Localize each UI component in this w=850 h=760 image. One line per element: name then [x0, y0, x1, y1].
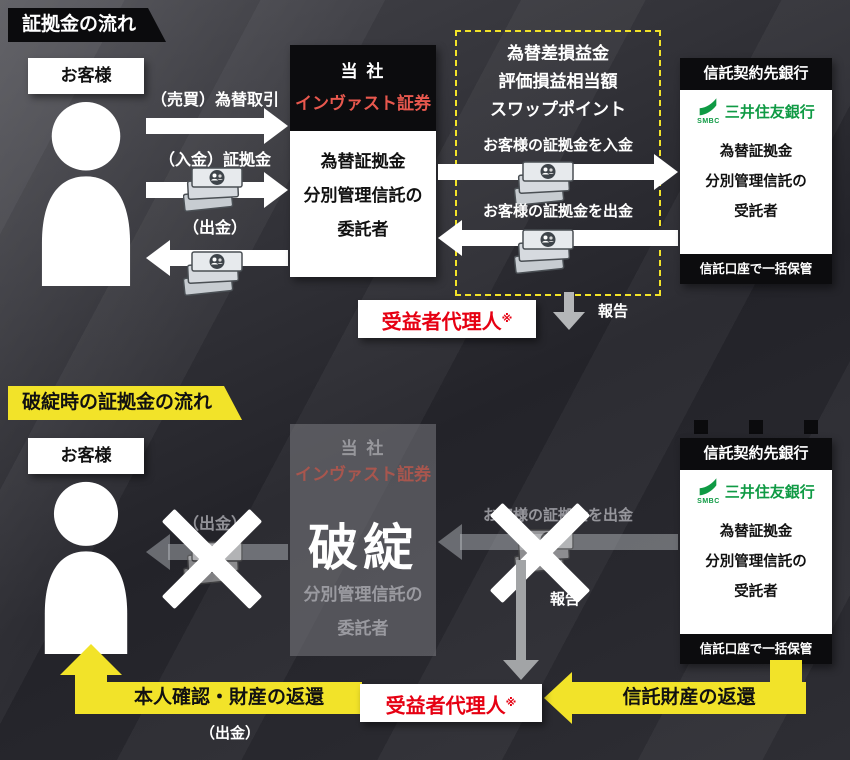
bank-name: 三井住友銀行 [724, 483, 815, 501]
company-brand-name: インヴァスト証券 [295, 94, 431, 113]
smbc-logo-icon: SMBC [697, 477, 720, 505]
bank-header: 信託契約先銀行 [680, 438, 832, 470]
dashed-line3: スワップポイント [490, 100, 626, 119]
smbc-logo-icon: SMBC [697, 97, 720, 125]
bank-footer: 信託口座で一括保管 [680, 634, 832, 664]
arrow-label-bank-out-faded: お客様の証拠金を出金 [482, 507, 633, 524]
bank-name: 三井住友銀行 [724, 103, 815, 121]
bank-role-line1: 為替証拠金 [719, 144, 793, 160]
section-top-title-badge: 証拠金の流れ [8, 8, 166, 42]
customer-label-top: お客様 [28, 58, 144, 94]
trade-arrow-right [146, 108, 288, 144]
bank-role-line2: 分別管理信託の [705, 554, 807, 570]
return-arrow-vertical-right [770, 660, 802, 686]
bank-footer: 信託口座で一括保管 [680, 254, 832, 284]
report-label-top: 報告 [597, 303, 628, 320]
company-role-line3: 委託者 [337, 220, 389, 239]
company-panel-top: 当 社 インヴァスト証券 為替証拠金 分別管理信託の 委託者 [290, 45, 436, 277]
arrow-label-withdraw: （出金） [182, 220, 247, 237]
section-bottom-title-badge: 破綻時の証拠金の流れ [8, 386, 242, 420]
identity-return-arrow: 本人確認・財産の返還 [96, 682, 362, 714]
beneficiary-agent-note: ※ [501, 313, 513, 325]
arrow-label-deposit: （入金）証拠金 [158, 152, 271, 169]
bankruptcy-label: 破綻 [308, 520, 418, 576]
arrow-label-trade: （売買）為替取引 [150, 92, 279, 109]
bank-role-line2: 分別管理信託の [705, 174, 807, 190]
bank-building-roof [690, 420, 822, 434]
report-down-arrow-bottom [503, 560, 539, 680]
dashed-line2: 評価損益相当額 [498, 72, 618, 91]
smbc-logo-text: SMBC [697, 498, 720, 505]
return-arrowhead-left [544, 672, 572, 724]
beneficiary-agent-box-bottom: 受益者代理人※ [360, 684, 542, 722]
money-bills-icon [183, 166, 245, 212]
company-name-faded: 当 社 [340, 439, 386, 458]
beneficiary-agent-label: 受益者代理人 [385, 695, 506, 718]
money-bills-icon [514, 228, 576, 274]
bank-panel-bottom: 信託契約先銀行 SMBC 三井住友銀行 為替証拠金 分別管理信託の 受託者 信託… [680, 438, 832, 664]
money-bills-icon [183, 250, 245, 296]
company-name: 当 社 [340, 62, 386, 81]
dashed-line1: 為替差損益金 [507, 44, 609, 63]
bank-logo-row: SMBC 三井住友銀行 [680, 90, 832, 132]
company-role-line2: 分別管理信託の [303, 186, 423, 205]
bank-logo-row: SMBC 三井住友銀行 [680, 470, 832, 512]
company-role-line1: 為替証拠金 [320, 152, 406, 171]
customer-person-icon [28, 480, 144, 654]
customer-label-bottom: お客様 [28, 438, 144, 474]
report-down-arrow-top [553, 292, 585, 330]
customer-person-icon [28, 100, 144, 286]
company-brand-name-faded: インヴァスト証券 [295, 465, 431, 484]
bank-role-line3: 受託者 [734, 204, 778, 220]
company-header: 当 社 インヴァスト証券 [290, 45, 436, 131]
arrow-label-bank-in: お客様の証拠金を入金 [482, 137, 633, 154]
company-role-line3-faded: 委託者 [337, 619, 389, 638]
beneficiary-agent-box-top: 受益者代理人※ [358, 300, 536, 338]
beneficiary-agent-label: 受益者代理人 [381, 311, 502, 334]
trust-return-arrow: 信託財産の返還 [572, 682, 806, 714]
blocked-x-icon [161, 508, 263, 610]
bank-role-line1: 為替証拠金 [719, 524, 793, 540]
smbc-logo-text: SMBC [697, 118, 720, 125]
bank-panel-top: 信託契約先銀行 SMBC 三井住友銀行 為替証拠金 分別管理信託の 受託者 信託… [680, 58, 832, 284]
bank-withdraw-arrow-left [438, 220, 678, 256]
identity-return-sub-label: （出金） [199, 725, 260, 742]
report-label-bottom: 報告 [549, 591, 580, 608]
bank-role: 為替証拠金 分別管理信託の 受託者 [680, 132, 832, 254]
company-role: 為替証拠金 分別管理信託の 委託者 [290, 131, 436, 277]
return-arrowhead-up [60, 644, 122, 675]
beneficiary-agent-note: ※ [505, 697, 517, 709]
company-role-line2-faded: 分別管理信託の [303, 585, 423, 604]
company-panel-bankrupt: 当 社 インヴァスト証券 破綻 分別管理信託の 委託者 [290, 424, 436, 656]
profit-loss-dashed-box: 為替差損益金 評価損益相当額 スワップポイント [455, 30, 661, 296]
bank-header: 信託契約先銀行 [680, 58, 832, 90]
bank-role: 為替証拠金 分別管理信託の 受託者 [680, 512, 832, 634]
bank-role-line3: 受託者 [734, 584, 778, 600]
arrow-label-bank-out: お客様の証拠金を出金 [482, 203, 633, 220]
